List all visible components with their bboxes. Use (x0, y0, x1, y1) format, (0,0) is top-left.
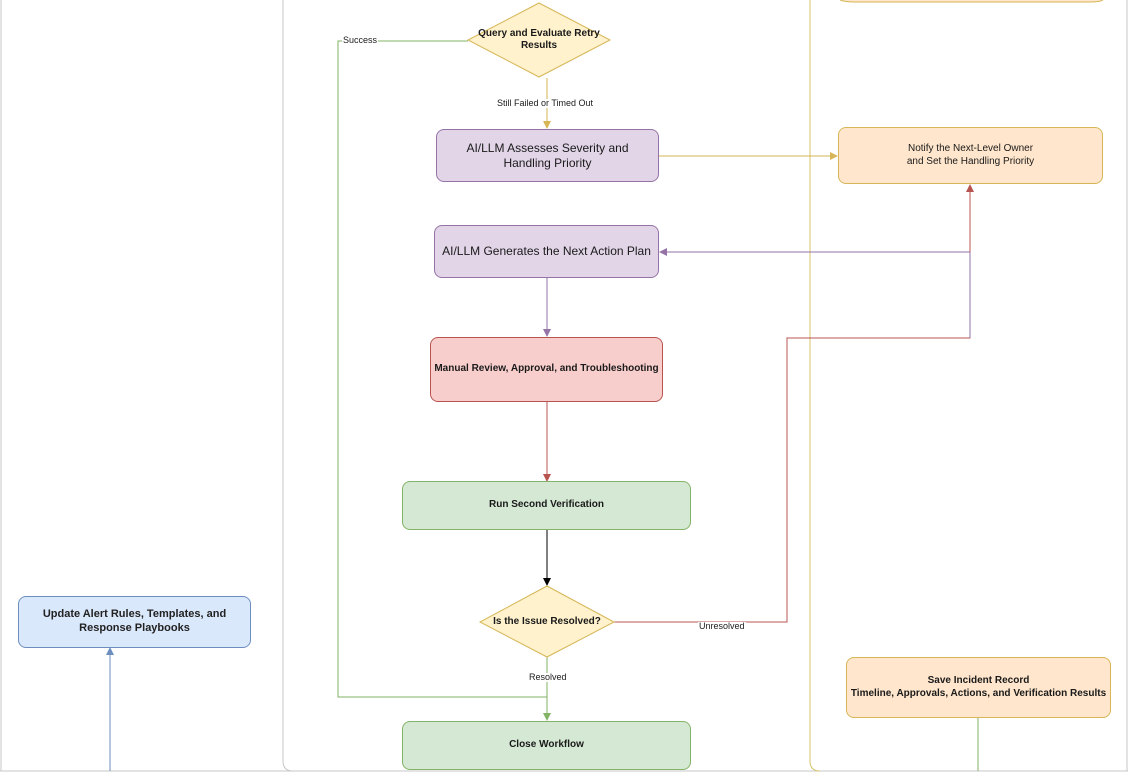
decision-query-retry-label: Query and Evaluate Retry Results (478, 27, 600, 52)
decision-issue-resolved-label: Is the Issue Resolved? (493, 615, 601, 627)
edge-label-resolved: Resolved (528, 672, 568, 682)
edge-label-still-failed: Still Failed or Timed Out (496, 98, 595, 108)
decision-query-retry: Query and Evaluate Retry Results (476, 22, 602, 58)
lane-border-left-middle (282, 0, 294, 772)
node-assess-severity: AI/LLM Assesses Severity and Handling Pr… (436, 129, 659, 182)
node-notify-owner-label: Notify the Next-Level Owner and Set the … (906, 143, 1035, 167)
decision-query-retry-shape (466, 2, 612, 78)
node-action-plan: AI/LLM Generates the Next Action Plan (434, 225, 659, 278)
edge-label-success: Success (342, 35, 379, 45)
node-close-workflow-label: Close Workflow (509, 739, 584, 751)
decision-issue-resolved-shape (478, 585, 616, 658)
node-save-record-title: Save Incident Record (927, 675, 1030, 686)
node-second-verification-label: Run Second Verification (488, 499, 605, 511)
node-second-verification: Run Second Verification (402, 481, 691, 530)
decision-issue-resolved: Is the Issue Resolved? (486, 610, 608, 634)
node-manual-review: Manual Review, Approval, and Troubleshoo… (430, 337, 663, 402)
node-save-record: Save Incident Record Timeline, Approvals… (846, 657, 1111, 718)
edge-unresolved (614, 184, 974, 623)
partial-node-top-right (839, 0, 1104, 3)
node-action-plan-label: AI/LLM Generates the Next Action Plan (442, 244, 651, 258)
node-update-rules: Update Alert Rules, Templates, and Respo… (18, 596, 251, 648)
node-manual-review-label: Manual Review, Approval, and Troubleshoo… (434, 363, 659, 375)
node-close-workflow: Close Workflow (402, 721, 691, 770)
edge-label-unresolved: Unresolved (698, 621, 746, 631)
node-assess-severity-label: AI/LLM Assesses Severity and Handling Pr… (466, 140, 629, 170)
node-notify-owner: Notify the Next-Level Owner and Set the … (838, 127, 1103, 184)
lane-border-right-middle (809, 0, 821, 772)
node-save-record-detail: Timeline, Approvals, Actions, and Verifi… (850, 687, 1107, 699)
node-update-rules-label: Update Alert Rules, Templates, and Respo… (42, 608, 227, 634)
